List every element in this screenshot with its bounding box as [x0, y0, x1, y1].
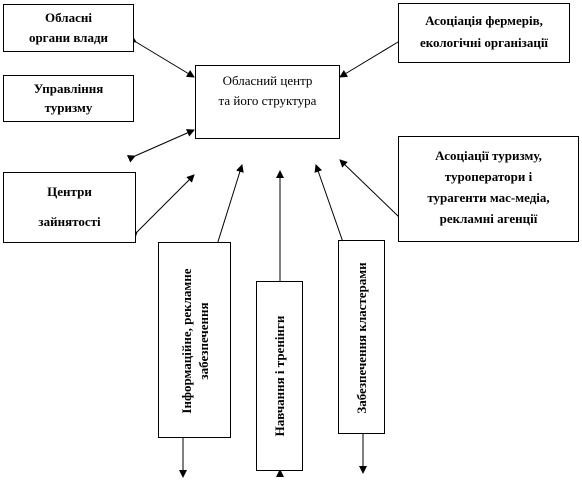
authorities-line1: Обласні [45, 10, 92, 25]
assoc-line3: турагенти мас-медіа, [427, 190, 550, 205]
assoc-line2: туроператори і [444, 169, 533, 184]
clusters-box: Забезпечення кластерами [338, 240, 385, 434]
center-title: Обласний центр [222, 73, 313, 88]
arrow-authorities-center [127, 34, 195, 78]
info-box: Інформаційне, рекламне забезпечення [158, 242, 231, 438]
farmers-line2: екологічні організації [419, 35, 549, 50]
arrow-assoc-center [339, 159, 406, 224]
info-vertical-label: Інформаційне, рекламне забезпечення [178, 243, 214, 439]
clusters-vertical-label: Забезпечення кластерами [353, 241, 371, 435]
farmers-line1: Асоціація фермерів, [425, 13, 543, 28]
info-line1: Інформаційне, рекламне [179, 268, 194, 414]
center-box: Обласний центр та його структура [195, 65, 340, 139]
arrow-tourism-center [126, 129, 195, 163]
farmers-box: Асоціація фермерів, екологічні організац… [398, 3, 570, 63]
assoc-line4: рекламні агенції [439, 211, 538, 226]
authorities-line2: органи влади [28, 30, 109, 45]
employment-box: Центри зайнятості [3, 172, 136, 243]
tourism-line1: Управління [33, 81, 104, 96]
tourism-line2: туризму [44, 100, 93, 115]
authorities-box: Обласні органи влади [3, 4, 134, 52]
employment-line2: зайнятості [38, 214, 101, 229]
clusters-line1: Забезпечення кластерами [354, 262, 369, 414]
training-vertical-label: Навчання і тренінги [271, 281, 289, 471]
assoc-line1: Асоціації туризму, [435, 148, 542, 163]
center-subtitle: та його структура [218, 93, 317, 108]
training-box: Навчання і тренінги [256, 281, 303, 471]
info-line2: забезпечення [196, 302, 211, 380]
arrow-employment-center [129, 174, 195, 240]
tourism-box: Управління туризму [3, 75, 134, 122]
training-line1: Навчання і тренінги [272, 315, 287, 437]
tourism-assoc-box: Асоціації туризму, туроператори і тураге… [398, 136, 579, 242]
employment-line1: Центри [47, 184, 92, 199]
arrow-farmers-center [339, 34, 407, 78]
